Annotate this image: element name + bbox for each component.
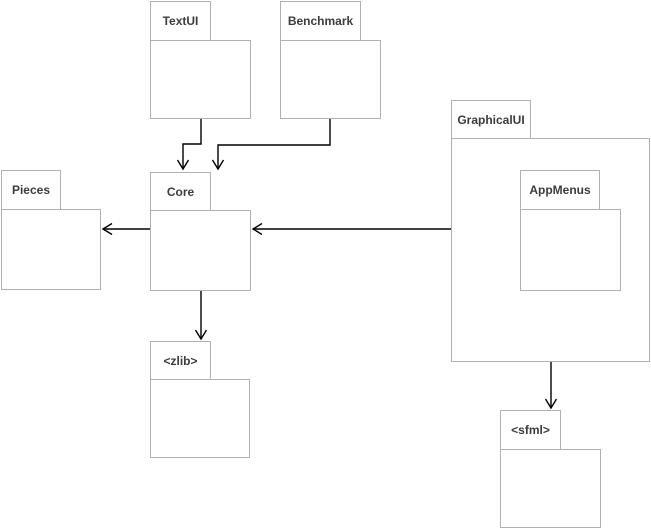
package-tab-appmenus: AppMenus <box>520 170 600 209</box>
package-label-core: Core <box>166 184 195 199</box>
package-body-pieces <box>1 209 101 290</box>
package-body-textui <box>150 40 251 119</box>
package-label-appmenus: AppMenus <box>529 183 591 197</box>
arrow-benchmark-to-core <box>211 119 331 171</box>
package-body-benchmark <box>280 40 381 119</box>
package-label-zlib: <zlib> <box>163 353 198 368</box>
package-tab-graphicalui: GraphicalUI <box>451 100 531 138</box>
package-label-sfml: <sfml> <box>511 423 550 437</box>
package-tab-textui: TextUI <box>150 1 211 40</box>
package-body-appmenus <box>520 209 621 291</box>
package-body-core <box>150 210 251 291</box>
package-tab-sfml: <sfml> <box>500 410 561 449</box>
package-label-textui: TextUI <box>162 14 199 28</box>
package-label-benchmark: Benchmark <box>287 14 354 28</box>
package-body-sfml <box>500 449 601 528</box>
package-body-zlib <box>150 379 250 458</box>
package-tab-zlib: <zlib> <box>150 341 211 379</box>
package-tab-pieces: Pieces <box>1 170 61 209</box>
package-tab-core: Core <box>150 172 211 210</box>
package-label-graphicalui: GraphicalUI <box>457 112 525 127</box>
arrow-textui-to-core <box>176 119 202 171</box>
package-label-pieces: Pieces <box>11 183 51 197</box>
package-tab-benchmark: Benchmark <box>280 1 361 40</box>
